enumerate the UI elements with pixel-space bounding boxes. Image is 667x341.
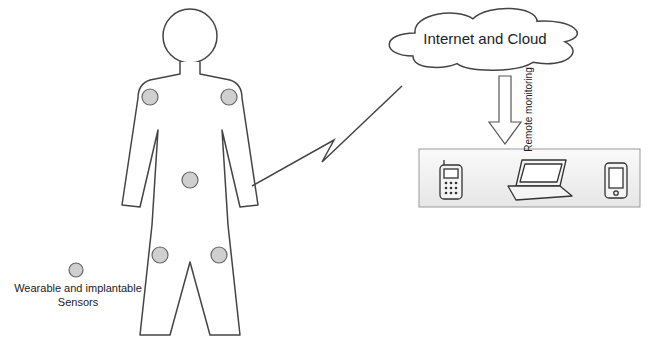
figure-head: [163, 9, 217, 63]
human-figure: [122, 9, 258, 335]
sensor-dot: [142, 89, 158, 105]
pda-icon: [605, 163, 627, 198]
sensor-dot: [152, 247, 168, 263]
sensor-dot: [221, 89, 237, 105]
node-text: Internet and Cloud: [423, 30, 546, 47]
figure-body: [122, 62, 258, 335]
sensor-dot: [211, 247, 227, 263]
cloud-node: Internet and Cloud: [385, 6, 585, 70]
cloud-shape: [389, 8, 577, 70]
wireless-link: [252, 86, 402, 186]
down-arrow: [489, 76, 521, 144]
device-panel: [419, 149, 640, 207]
legend-text: Wearable and implantable Sensors: [11, 281, 146, 310]
arrow-label: Remote monitoring: [522, 67, 533, 151]
legend-sensor-dot: [69, 263, 83, 277]
phone-icon: [440, 160, 462, 199]
sensor-dot: [182, 172, 198, 188]
laptop-icon: [508, 160, 572, 200]
